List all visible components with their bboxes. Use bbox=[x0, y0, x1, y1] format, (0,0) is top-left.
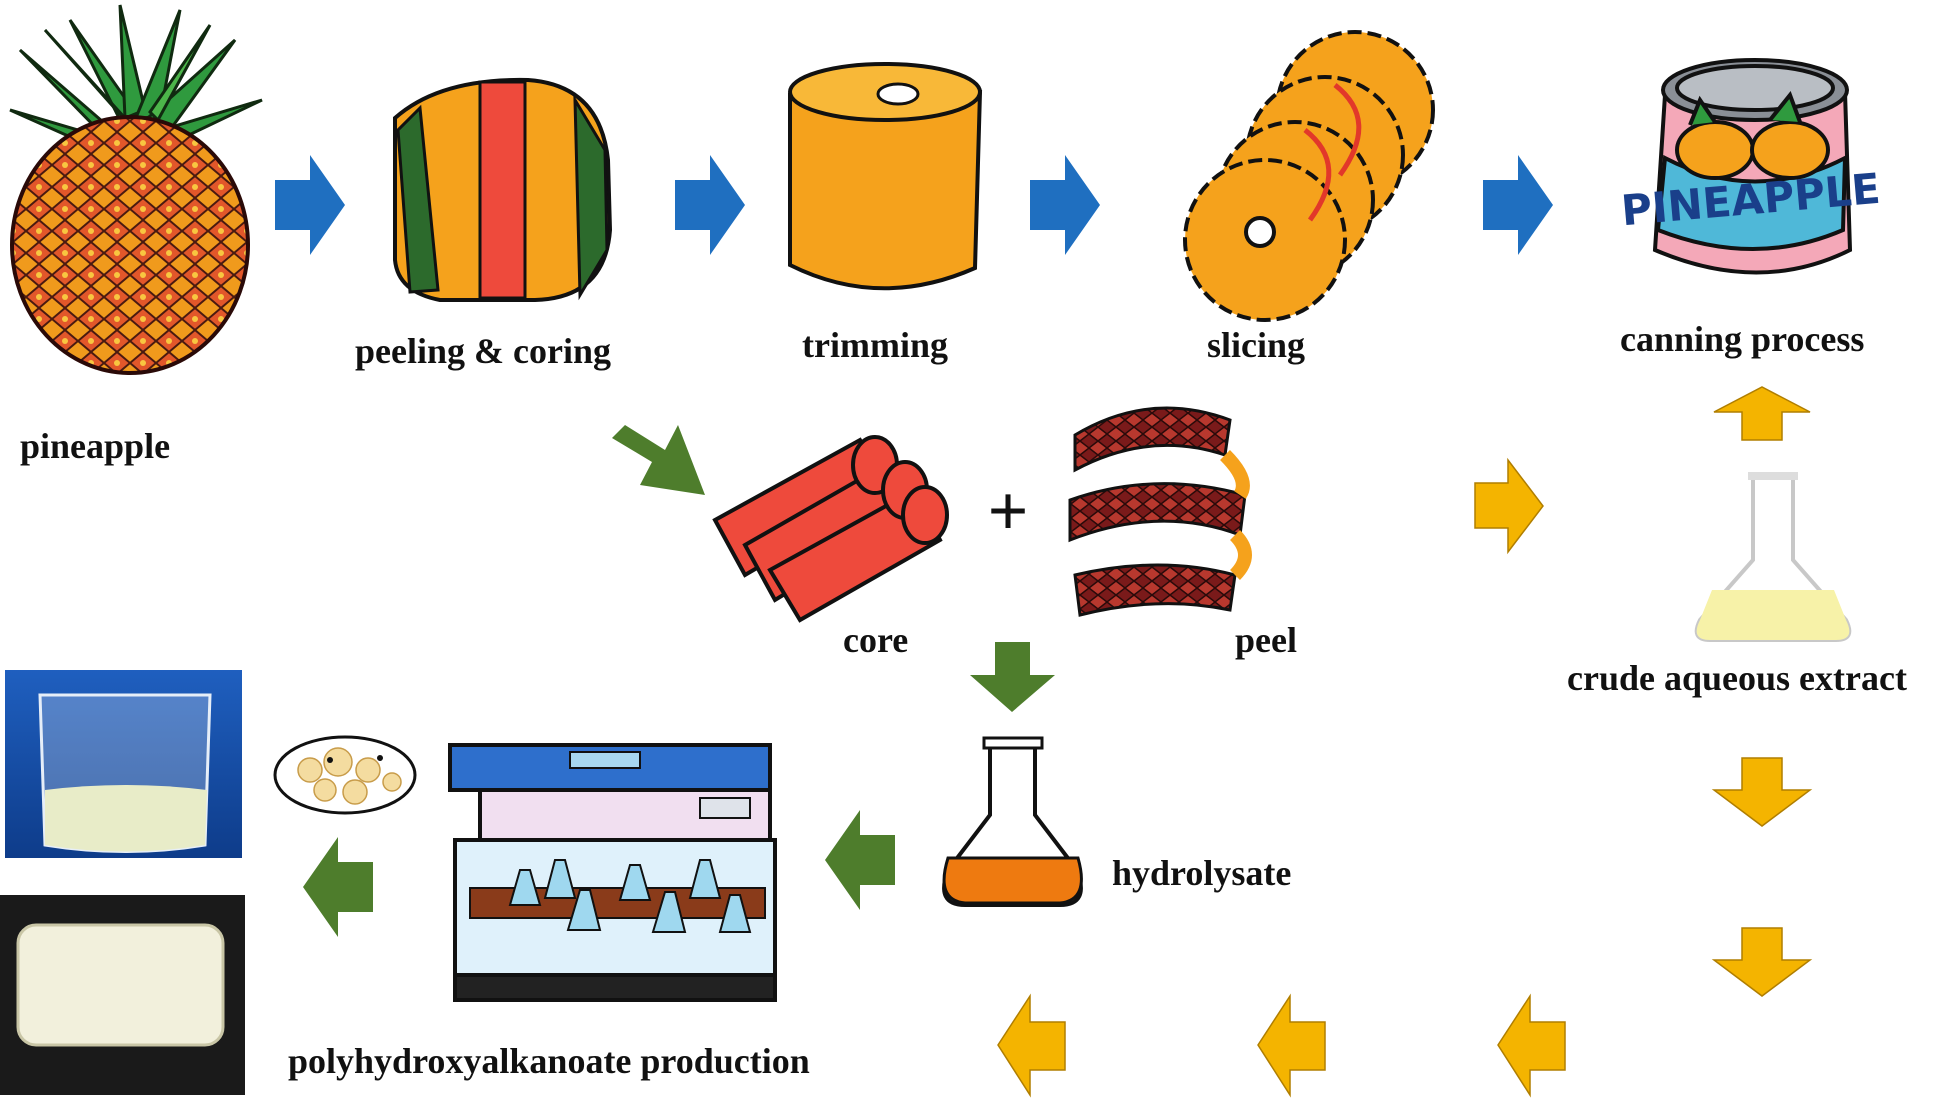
label-peeling-coring: peeling & coring bbox=[355, 331, 611, 371]
arrow-right-3 bbox=[1030, 155, 1100, 255]
arrow-down-green bbox=[970, 642, 1055, 712]
arrow-left-yellow-1 bbox=[1497, 993, 1566, 1098]
pha-film-photo bbox=[0, 895, 245, 1095]
arrow-right-2 bbox=[675, 155, 745, 255]
pineapple-rings-illustration bbox=[1183, 30, 1435, 322]
arrows-yellow bbox=[997, 386, 1813, 1098]
label-crude-extract: crude aqueous extract bbox=[1567, 658, 1907, 698]
arrow-left-green-1 bbox=[825, 810, 895, 910]
pineapple-illustration bbox=[9, 4, 263, 375]
arrow-up-yellow bbox=[1713, 386, 1811, 441]
arrow-left-yellow-3 bbox=[997, 993, 1066, 1098]
pineapple-can-illustration bbox=[1652, 58, 1853, 275]
flask-hydrolysate-illustration bbox=[942, 736, 1083, 907]
arrow-right-4 bbox=[1483, 155, 1553, 255]
shaking-incubator-illustration bbox=[448, 743, 777, 1002]
label-slicing: slicing bbox=[1207, 325, 1305, 365]
bacteria-cell-illustration bbox=[273, 735, 417, 815]
core-sticks-illustration bbox=[712, 435, 949, 623]
arrows-green bbox=[303, 425, 1055, 937]
arrow-right-1 bbox=[275, 155, 345, 255]
trimmed-cylinder-illustration bbox=[788, 62, 983, 291]
arrow-down-yellow-1 bbox=[1711, 757, 1813, 827]
arrow-right-yellow bbox=[1474, 457, 1544, 555]
label-trimming: trimming bbox=[802, 325, 948, 365]
arrow-down-yellow-2 bbox=[1711, 927, 1813, 997]
peel-strips-illustration bbox=[1068, 406, 1252, 617]
label-pineapple: pineapple bbox=[20, 426, 170, 466]
beaker-photo bbox=[5, 670, 242, 858]
plus-sign: + bbox=[987, 471, 1028, 551]
label-core: core bbox=[843, 620, 908, 660]
label-hydrolysate: hydrolysate bbox=[1112, 853, 1291, 893]
arrow-diag-green bbox=[612, 425, 705, 495]
arrow-left-yellow-2 bbox=[1257, 993, 1326, 1098]
peeled-pineapple-illustration bbox=[393, 77, 613, 302]
arrows-blue bbox=[275, 155, 1553, 255]
label-peel: peel bbox=[1235, 620, 1297, 660]
flask-crude-extract-illustration bbox=[1694, 472, 1852, 642]
label-pha-production: polyhydroxyalkanoate production bbox=[288, 1041, 810, 1081]
arrow-left-green-2 bbox=[303, 837, 373, 937]
label-canning: canning process bbox=[1620, 319, 1864, 359]
